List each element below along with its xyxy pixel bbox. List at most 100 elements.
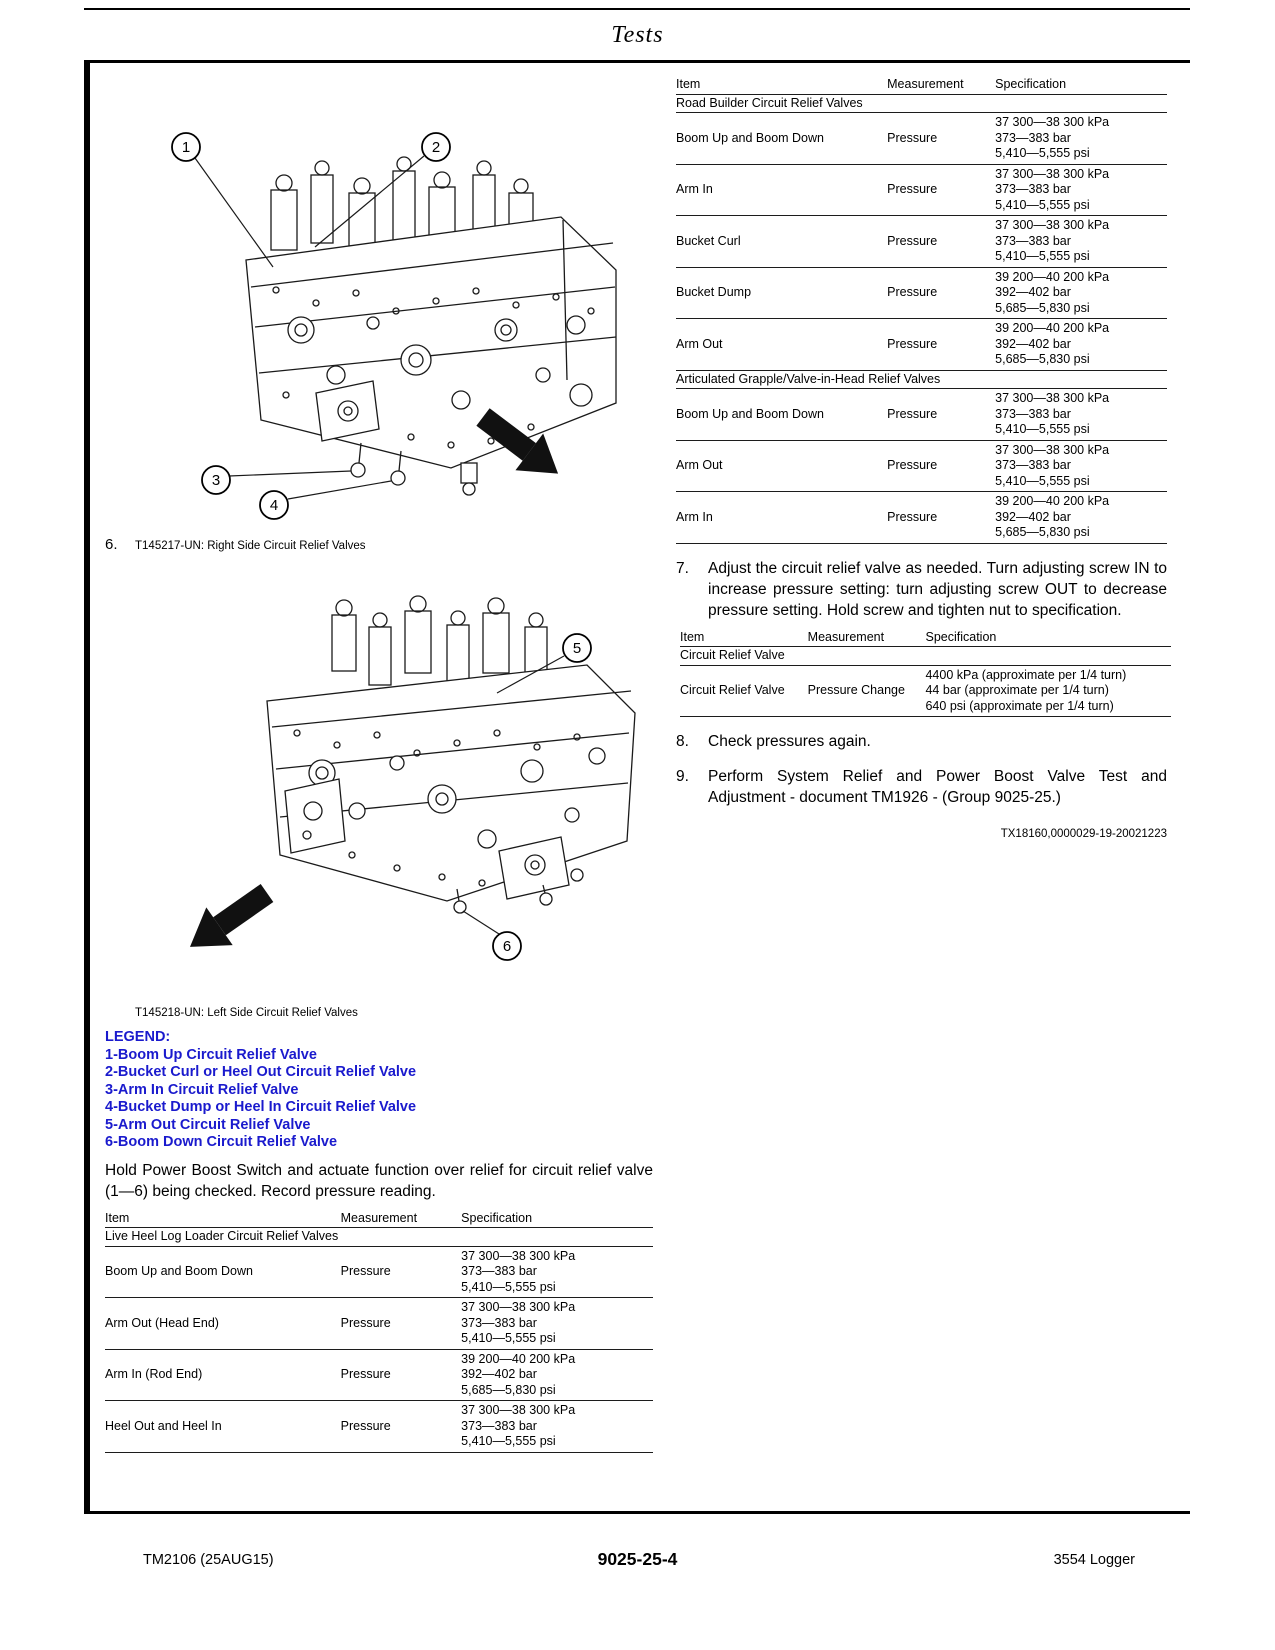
table-header-cell: Measurement xyxy=(340,1210,418,1225)
step-9: 9. Perform System Relief and Power Boost… xyxy=(676,766,1167,808)
table-cell-measurement: Pressure xyxy=(887,509,938,524)
table-header-cell: Item xyxy=(680,629,705,644)
table-cell-item: Boom Up and Boom Down xyxy=(676,130,824,145)
table-cell-item: Arm In xyxy=(676,182,713,196)
spec-line: 37 300—38 300 kPa xyxy=(995,115,1110,129)
table-section-row: Articulated Grapple/Valve-in-Head Relief… xyxy=(676,371,1167,389)
spec-line: 37 300—38 300 kPa xyxy=(461,1248,576,1263)
spec-line: 5,410—5,555 psi xyxy=(461,1279,556,1294)
step-8-text: Check pressures again. xyxy=(708,733,871,750)
spec-line: 5,410—5,555 psi xyxy=(995,197,1090,212)
left-column: 1 2 3 4 6. T145217-UN: Right Side Circui… xyxy=(105,75,653,1453)
legend-item: 3-Arm In Circuit Relief Valve xyxy=(105,1081,299,1098)
table-cell-item: Bucket Curl xyxy=(676,233,741,248)
table-section-row: Circuit Relief Valve xyxy=(680,647,1171,666)
figure1-caption-row: 6. T145217-UN: Right Side Circuit Relief… xyxy=(105,536,653,553)
figure1-caption: T145217-UN: Right Side Circuit Relief Va… xyxy=(135,540,366,552)
table-cell-measurement: Pressure xyxy=(340,1315,391,1330)
table-cell-measurement: Pressure xyxy=(887,406,938,421)
step-7-text: Adjust the circuit relief valve as neede… xyxy=(708,559,1167,619)
table-cell-item: Arm Out xyxy=(676,336,723,351)
table-header-cell: Specification xyxy=(925,629,997,644)
spec-line: 37 300—38 300 kPa xyxy=(995,218,1110,232)
bottom-rule xyxy=(84,1511,1190,1514)
table-cell-item: Arm Out xyxy=(676,458,723,472)
spec-line: 373—383 bar xyxy=(461,1418,537,1433)
callout-1-label: 1 xyxy=(182,139,190,156)
callout-6-circle xyxy=(492,931,522,961)
table-cell-item: Bucket Dump xyxy=(676,285,752,299)
figure-left-side-valve-diagram: 5 6 xyxy=(189,595,636,961)
legend-item: 6-Boom Down Circuit Relief Valve xyxy=(105,1134,338,1150)
table-header-cell: Item xyxy=(105,1210,130,1225)
step-8-number: 8. xyxy=(676,733,689,750)
spec-line: 37 300—38 300 kPa xyxy=(461,1300,576,1314)
leader-lines xyxy=(194,155,425,500)
table-cell-item: Arm In (Rod End) xyxy=(105,1367,203,1381)
spec-line: 5,685—5,830 psi xyxy=(995,525,1090,539)
arrow-southeast-icon xyxy=(476,408,559,474)
left-border-bar xyxy=(84,60,90,1514)
spec-line: 640 psi (approximate per 1/4 turn) xyxy=(925,698,1114,713)
spec-line: 373—383 bar xyxy=(461,1315,537,1330)
power-boost-paragraph: Hold Power Boost Switch and actuate func… xyxy=(105,1161,653,1200)
spec-line: 39 200—40 200 kPa xyxy=(995,494,1110,508)
figure2-caption: T145218-UN: Left Side Circuit Relief Val… xyxy=(135,1007,358,1019)
legend-title: LEGEND: xyxy=(105,1029,171,1045)
spec-line: 4400 kPa (approximate per 1/4 turn) xyxy=(925,667,1127,682)
spec-line: 392—402 bar xyxy=(995,336,1071,351)
spec-line: 392—402 bar xyxy=(461,1367,537,1381)
step-9-text: Perform System Relief and Power Boost Va… xyxy=(708,768,1167,806)
callout-4-label: 4 xyxy=(270,497,278,514)
table-cell-measurement: Pressure xyxy=(887,182,938,196)
step-8: 8. Check pressures again. xyxy=(676,731,1167,752)
table-cell-measurement: Pressure xyxy=(887,336,938,351)
spec-line: 5,410—5,555 psi xyxy=(995,473,1090,488)
spec-line: 5,410—5,555 psi xyxy=(995,422,1090,436)
spec-line: 373—383 bar xyxy=(995,130,1071,145)
spec-line: 5,410—5,555 psi xyxy=(461,1434,556,1448)
table-section-row: Live Heel Log Loader Circuit Relief Valv… xyxy=(105,1228,653,1247)
callout-5-circle xyxy=(562,633,592,663)
callout-2-label: 2 xyxy=(432,139,440,156)
table-header-cell: Specification xyxy=(995,77,1067,91)
callout-5-label: 5 xyxy=(573,640,581,657)
step-7: 7. Adjust the circuit relief valve as ne… xyxy=(676,558,1167,621)
top-rule xyxy=(84,8,1190,10)
table-cell-measurement: Pressure xyxy=(340,1418,391,1433)
step-6-number: 6. xyxy=(105,536,118,553)
callouts xyxy=(492,633,592,961)
arrow-southwest-icon xyxy=(189,883,274,947)
spec-line: 373—383 bar xyxy=(461,1264,537,1278)
footer-manual-number: TM2106 (25AUG15) xyxy=(143,1552,274,1568)
step-7-number: 7. xyxy=(676,559,689,577)
callout-2-circle xyxy=(421,132,451,162)
table-section-row: Road Builder Circuit Relief Valves xyxy=(676,95,1167,113)
callout-3-label: 3 xyxy=(212,472,220,489)
callouts xyxy=(171,132,451,520)
spec-line: 37 300—38 300 kPa xyxy=(995,166,1110,181)
